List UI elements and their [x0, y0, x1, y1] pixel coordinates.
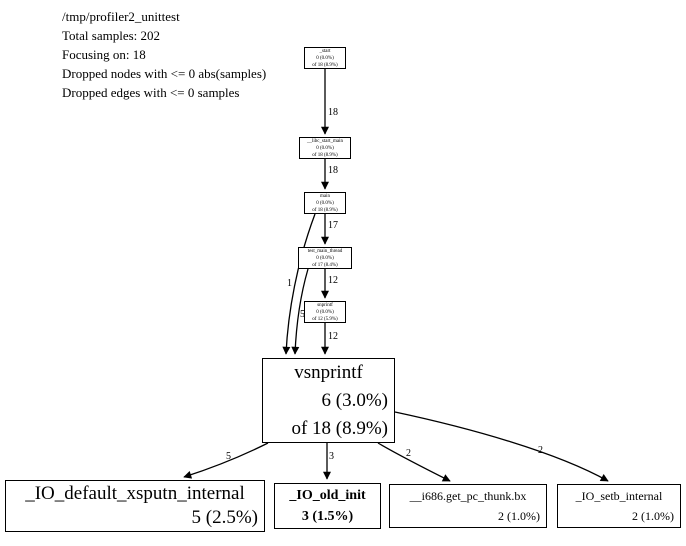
edge-label-vsnprintf-oldinit: 3 [329, 451, 334, 462]
header-line-focusing-on: Focusing on: 18 [62, 47, 146, 62]
edge-label-vsnprintf-xsputn: 5 [226, 451, 231, 462]
node-old-init-name: _IO_old_init [289, 488, 366, 503]
node-vsnprintf-cum: of 18 (8.9%) [291, 417, 388, 439]
node-libc-cum: of 18 (8.9%) [312, 152, 338, 158]
edge-vsnprintf-xsputn [183, 442, 269, 479]
edge-label-vsnprintf-setb: 2 [538, 445, 543, 456]
header-line-dropped-edges: Dropped edges with <= 0 samples [62, 85, 240, 100]
node-snprintf: snprintf 0 (0.0%) of 12 (5.9%) [304, 301, 346, 323]
node-vsnprintf-name: vsnprintf [294, 361, 363, 383]
node-thunk-name: __i686.get_pc_thunk.bx [409, 489, 527, 503]
node-vsnprintf: vsnprintf 6 (3.0%) of 18 (8.9%) [262, 358, 395, 443]
edge-vsnprintf-setb [394, 411, 609, 482]
node-vsnprintf-self: 6 (3.0%) [321, 389, 388, 411]
node-io-default-xsputn-internal: _IO_default_xsputn_internal 5 (2.5%) [5, 480, 265, 532]
node-libc-start-main: __libc_start_main 0 (0.0%) of 18 (8.9%) [299, 137, 351, 159]
node-start: _start 0 (0.0%) of 18 (8.9%) [304, 47, 346, 69]
node-start-cum: of 18 (8.9%) [312, 62, 338, 68]
node-main-name: main [320, 193, 330, 199]
node-snprintf-cum: of 12 (5.9%) [312, 316, 338, 322]
edge-label-libc-main: 18 [328, 165, 338, 176]
node-test-cum: of 17 (8.4%) [312, 262, 338, 268]
node-old-init-self: 3 (1.5%) [301, 509, 354, 524]
node-setb-name: _IO_setb_internal [575, 489, 663, 503]
edge-label-snprintf-vsnprintf: 12 [328, 331, 338, 342]
node-start-name: _start [319, 48, 331, 54]
edge-main-vsnprintf [282, 213, 316, 355]
edge-label-test-snprintf: 12 [328, 275, 338, 286]
node-libc-self: 0 (0.0%) [316, 145, 334, 151]
edge-test-vsnprintf [291, 268, 309, 355]
header-line-dropped-nodes: Dropped nodes with <= 0 abs(samples) [62, 66, 267, 81]
node-libc-name: __libc_start_main [306, 138, 344, 144]
node-test-name: test_main_thread [307, 248, 343, 254]
edge-label-main-vsnprintf: 1 [287, 278, 292, 289]
node-snprintf-self: 0 (0.0%) [316, 309, 334, 315]
edge-label-vsnprintf-thunk: 2 [406, 448, 411, 459]
node-xsputn-name: _IO_default_xsputn_internal [25, 483, 245, 504]
edge-vsnprintf-thunk [377, 442, 451, 482]
edge-label-test-vsnprintf: 5 [300, 309, 305, 320]
node-io-setb-internal: _IO_setb_internal 2 (1.0%) [557, 484, 681, 528]
node-thunk-self: 2 (1.0%) [498, 509, 540, 523]
node-start-self: 0 (0.0%) [316, 55, 334, 61]
header-line-path: /tmp/profiler2_unittest [62, 9, 180, 24]
node-main-self: 0 (0.0%) [316, 200, 334, 206]
edge-label-start-libc: 18 [328, 107, 338, 118]
node-test-self: 0 (0.0%) [316, 255, 334, 261]
node-xsputn-self: 5 (2.5%) [191, 507, 258, 528]
edge-label-main-test: 17 [328, 220, 338, 231]
node-i686-get-pc-thunk: __i686.get_pc_thunk.bx 2 (1.0%) [389, 484, 547, 528]
profile-header: /tmp/profiler2_unittest Total samples: 2… [62, 7, 266, 102]
header-line-total-samples: Total samples: 202 [62, 28, 161, 43]
node-snprintf-name: snprintf [317, 302, 333, 308]
node-setb-self: 2 (1.0%) [632, 509, 674, 523]
node-main: main 0 (0.0%) of 18 (8.9%) [304, 192, 346, 214]
node-test-main-thread: test_main_thread 0 (0.0%) of 17 (8.4%) [298, 247, 352, 269]
node-io-old-init: _IO_old_init 3 (1.5%) [274, 483, 381, 529]
node-main-cum: of 18 (8.9%) [312, 207, 338, 213]
